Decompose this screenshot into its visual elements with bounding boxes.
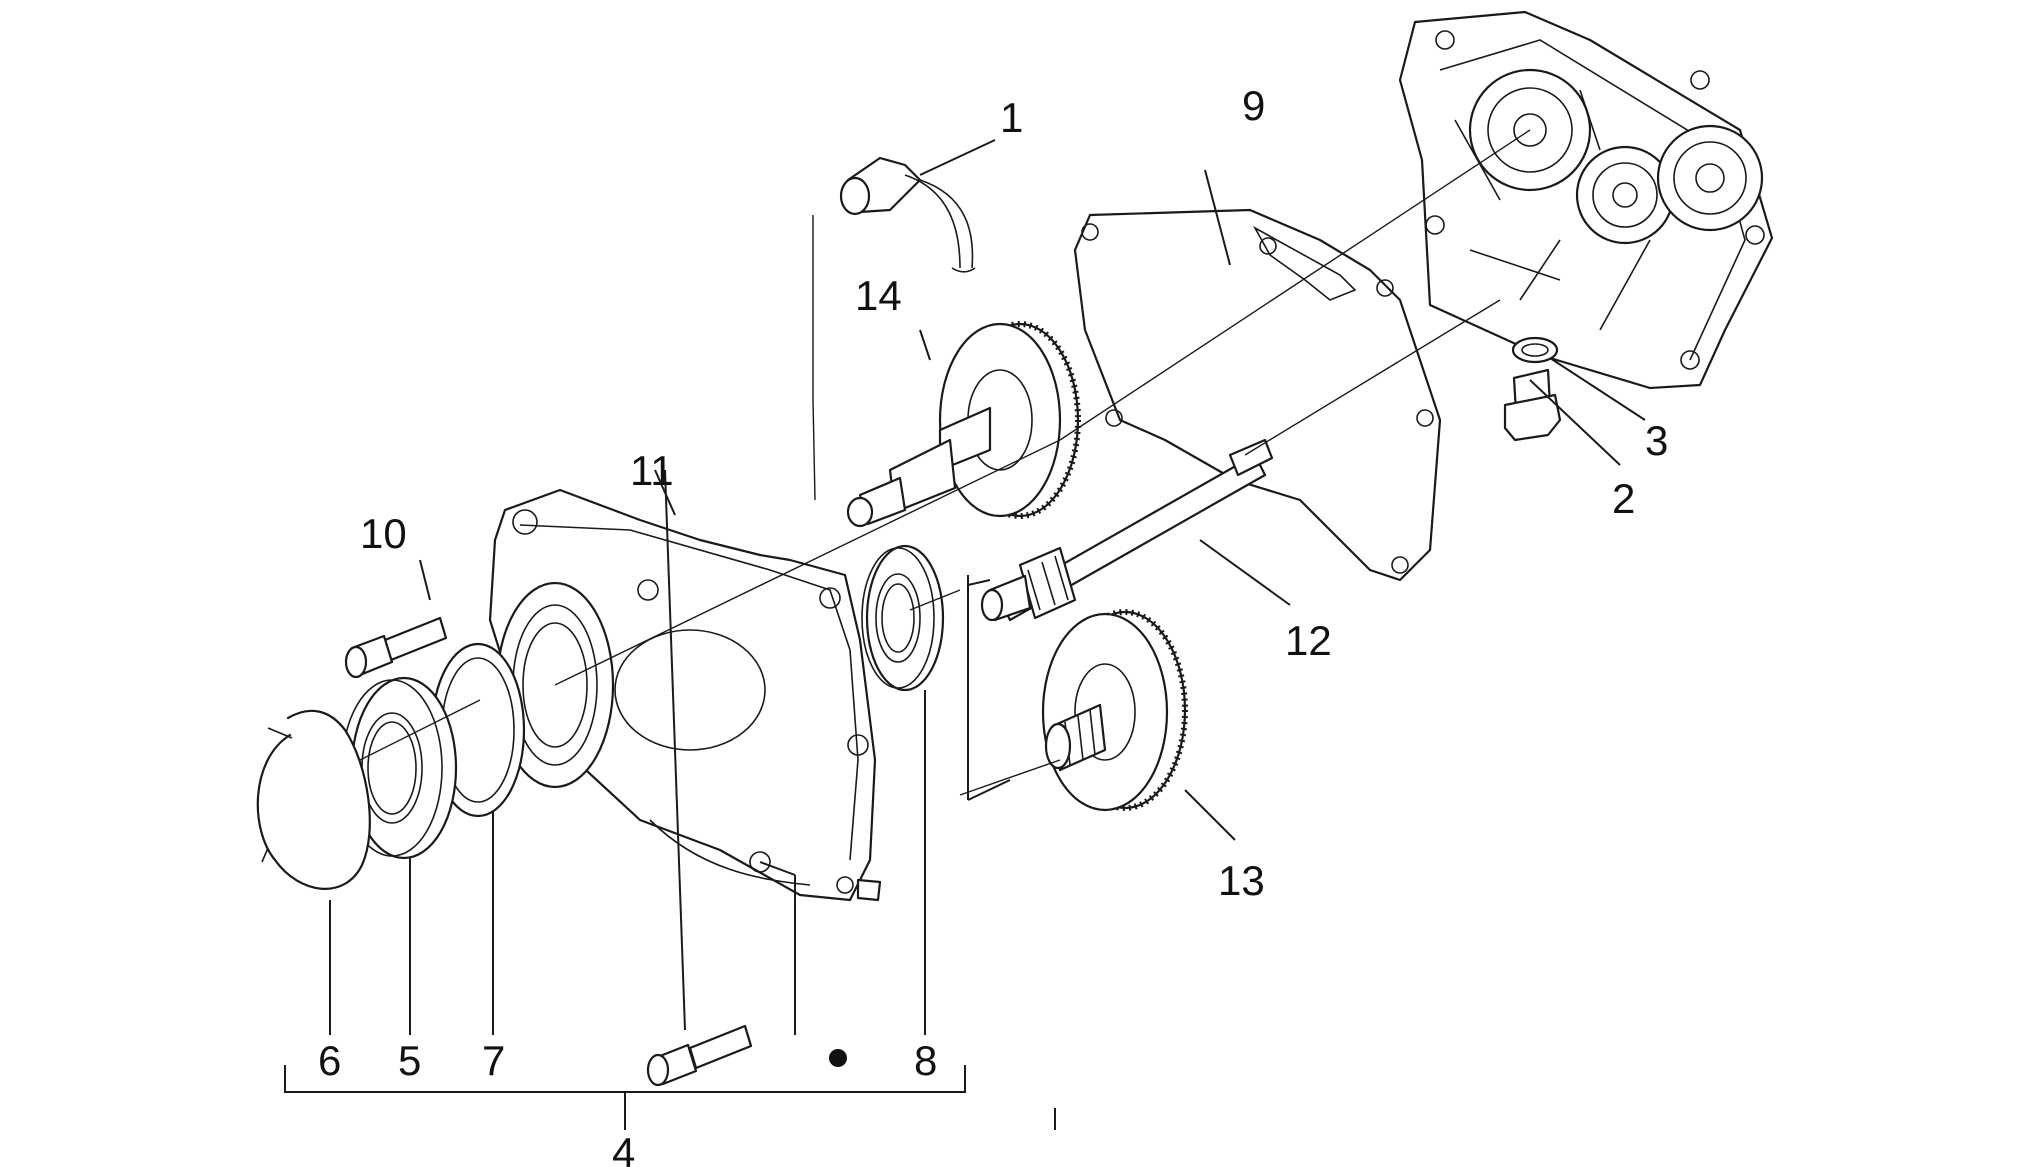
callout-4: 4 (612, 1129, 635, 1167)
callout-10: 10 (360, 510, 407, 557)
callout-8: 8 (914, 1037, 937, 1084)
callout-11: 11 (630, 447, 674, 494)
gasket (1073, 208, 1442, 582)
breather-hose-fitting (839, 156, 976, 273)
main-shaft-12 (980, 438, 1274, 622)
callout-7: 7 (482, 1037, 505, 1084)
assembly-axis-lines (359, 129, 1531, 796)
bolt-11 (646, 1024, 753, 1087)
callout-3: 3 (1645, 417, 1668, 464)
optional-part-marker (829, 1049, 847, 1067)
callout-labels: 1 2 3 4 5 6 7 8 9 10 11 12 13 14 (318, 82, 1668, 1167)
leader-lines (284, 139, 1646, 1130)
bolt-10 (344, 616, 448, 679)
callout-9: 9 (1242, 82, 1265, 129)
bearing-small (861, 544, 945, 692)
transmission-cover (488, 488, 882, 902)
gear-shaft-13 (1041, 609, 1188, 812)
callout-13: 13 (1218, 857, 1265, 904)
sealing-washer (1511, 336, 1559, 364)
callout-1: 1 (1000, 94, 1023, 141)
callout-2: 2 (1612, 475, 1635, 522)
drain-plug (1503, 368, 1562, 442)
gear-shaft-14 (846, 321, 1081, 528)
callout-5: 5 (398, 1037, 421, 1084)
callout-6: 6 (318, 1037, 341, 1084)
gearbox-housing (1398, 10, 1774, 390)
circlip (256, 709, 371, 890)
callout-12: 12 (1285, 617, 1332, 664)
callout-14: 14 (855, 272, 902, 319)
